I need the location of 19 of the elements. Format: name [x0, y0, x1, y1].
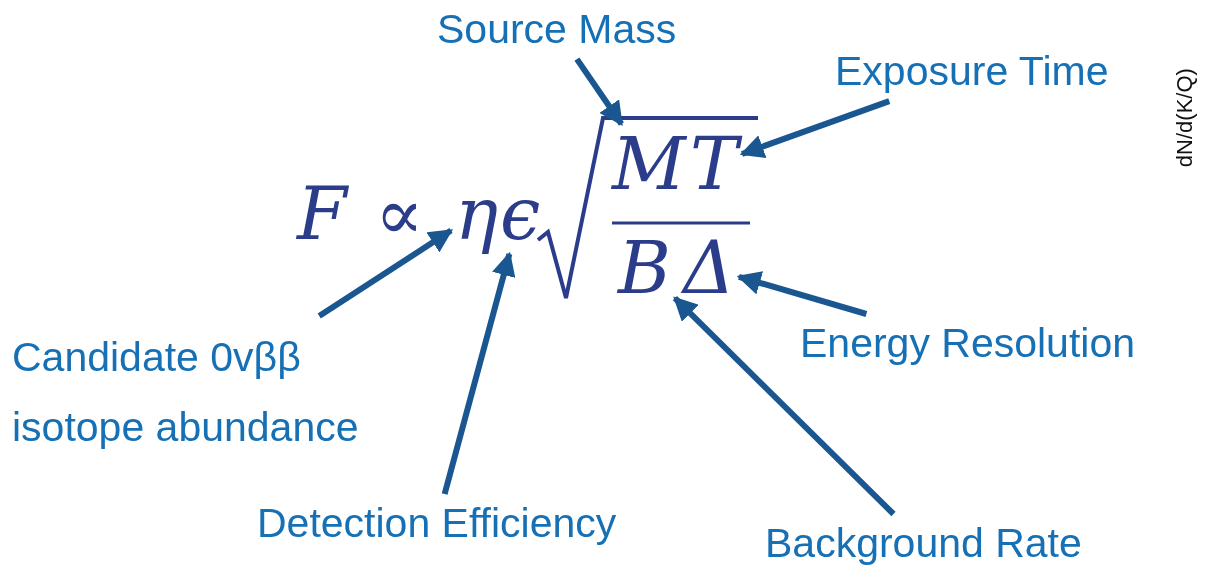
arrow: [317, 228, 453, 319]
math-symbol: ∝: [375, 178, 424, 250]
annotation-text: Exposure Time: [835, 48, 1109, 96]
annotation-text: Detection Efficiency: [257, 500, 617, 548]
annotation-text: Candidate 0vββ isotope abundance: [12, 322, 392, 462]
annotation-text: Source Mass: [437, 6, 677, 54]
annotation-text: Background Rate: [765, 520, 1082, 568]
arrow: [672, 295, 896, 517]
math-symbol: ϵ: [500, 178, 541, 250]
math-symbol: Δ: [683, 232, 735, 304]
arrow: [739, 98, 891, 158]
arrow: [574, 57, 624, 126]
math-symbol: F: [297, 178, 347, 250]
arrow: [441, 251, 516, 495]
math-symbol: M: [612, 128, 686, 200]
arrow: [736, 271, 868, 317]
math-symbol: B: [618, 232, 671, 304]
axis-label: dN/d(K/Q): [1171, 68, 1198, 168]
annotation-text: Energy Resolution: [800, 320, 1136, 368]
